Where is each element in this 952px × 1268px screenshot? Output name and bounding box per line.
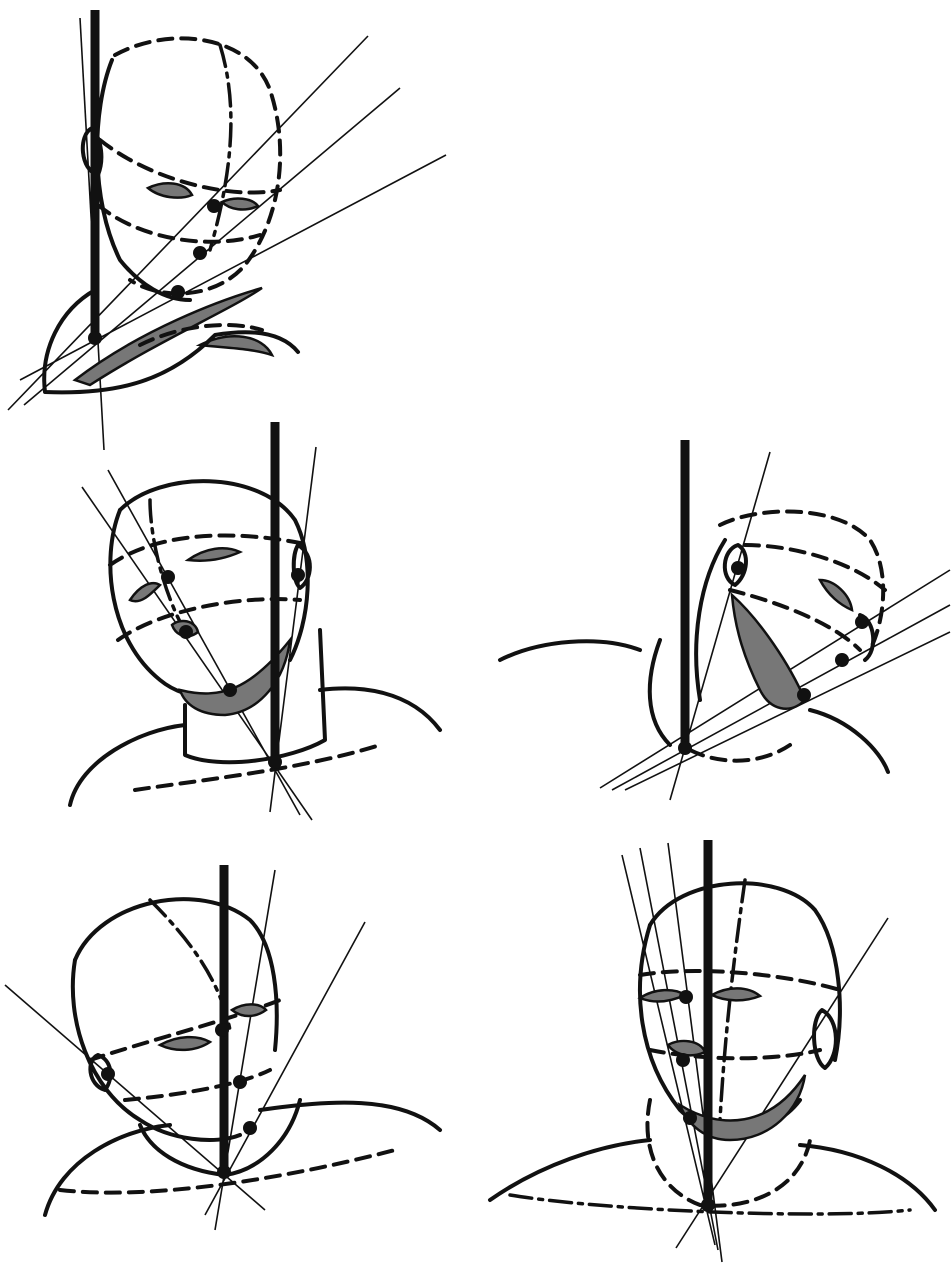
- nose-line: [98, 205, 260, 242]
- radiating-lines: [600, 452, 950, 800]
- landmark-dot: [161, 570, 175, 584]
- brow-shade: [148, 183, 192, 197]
- brow-shade: [640, 990, 685, 1001]
- landmark-dot: [291, 568, 305, 582]
- landmark-dot: [676, 1053, 690, 1067]
- panel-head-turned-away-right: [500, 440, 950, 800]
- panel-head-tilted-down: [8, 10, 446, 450]
- head-side-outline: [97, 60, 190, 300]
- brow-line: [745, 545, 885, 590]
- landmark-dot: [179, 625, 193, 639]
- cranium-outline: [75, 899, 277, 1050]
- pivot-point: [268, 755, 282, 769]
- brow-line: [100, 140, 280, 193]
- landmark-dot: [797, 688, 811, 702]
- landmark-dot: [193, 246, 207, 260]
- head-back-outline: [696, 540, 725, 700]
- brow-shade-right: [712, 988, 760, 1000]
- shoulder-outline: [45, 1103, 440, 1215]
- brow-shade: [188, 548, 240, 560]
- landmark-dot: [835, 653, 849, 667]
- landmark-dot: [215, 1023, 229, 1037]
- panel-head-tilted-left: [70, 422, 440, 820]
- panel-head-front-slight-tilt: [490, 840, 935, 1262]
- center-line: [150, 900, 230, 1030]
- landmark-dot: [243, 1121, 257, 1135]
- landmark-dot: [101, 1067, 115, 1081]
- landmark-dot: [207, 199, 221, 213]
- collar-line: [690, 745, 790, 761]
- landmark-dot: [171, 285, 185, 299]
- landmark-dot: [679, 990, 693, 1004]
- landmark-dot: [233, 1075, 247, 1089]
- brow-shade: [160, 1037, 210, 1050]
- brow-shade-right: [232, 1004, 266, 1016]
- pivot-point: [88, 331, 102, 345]
- landmark-dot: [855, 615, 869, 629]
- neck-outline: [650, 640, 670, 745]
- landmark-dot: [683, 1111, 697, 1125]
- radiating-lines: [8, 18, 446, 450]
- cranium-outline: [120, 481, 308, 660]
- pivot-point: [701, 1198, 715, 1212]
- center-line: [210, 45, 231, 250]
- shoulder-outline: [70, 688, 440, 805]
- brow-line: [640, 971, 840, 990]
- collar-line: [135, 745, 380, 790]
- center-line: [150, 500, 190, 640]
- landmark-dot: [223, 683, 237, 697]
- pivot-point: [678, 741, 692, 755]
- brow-shade: [820, 580, 852, 610]
- brow-shade-right: [222, 199, 258, 210]
- nose-line: [125, 1070, 270, 1100]
- pivot-point: [217, 1165, 231, 1179]
- landmark-dot: [731, 561, 745, 575]
- ear: [814, 1010, 836, 1068]
- panel-head-tilted-left-lower: [5, 865, 440, 1230]
